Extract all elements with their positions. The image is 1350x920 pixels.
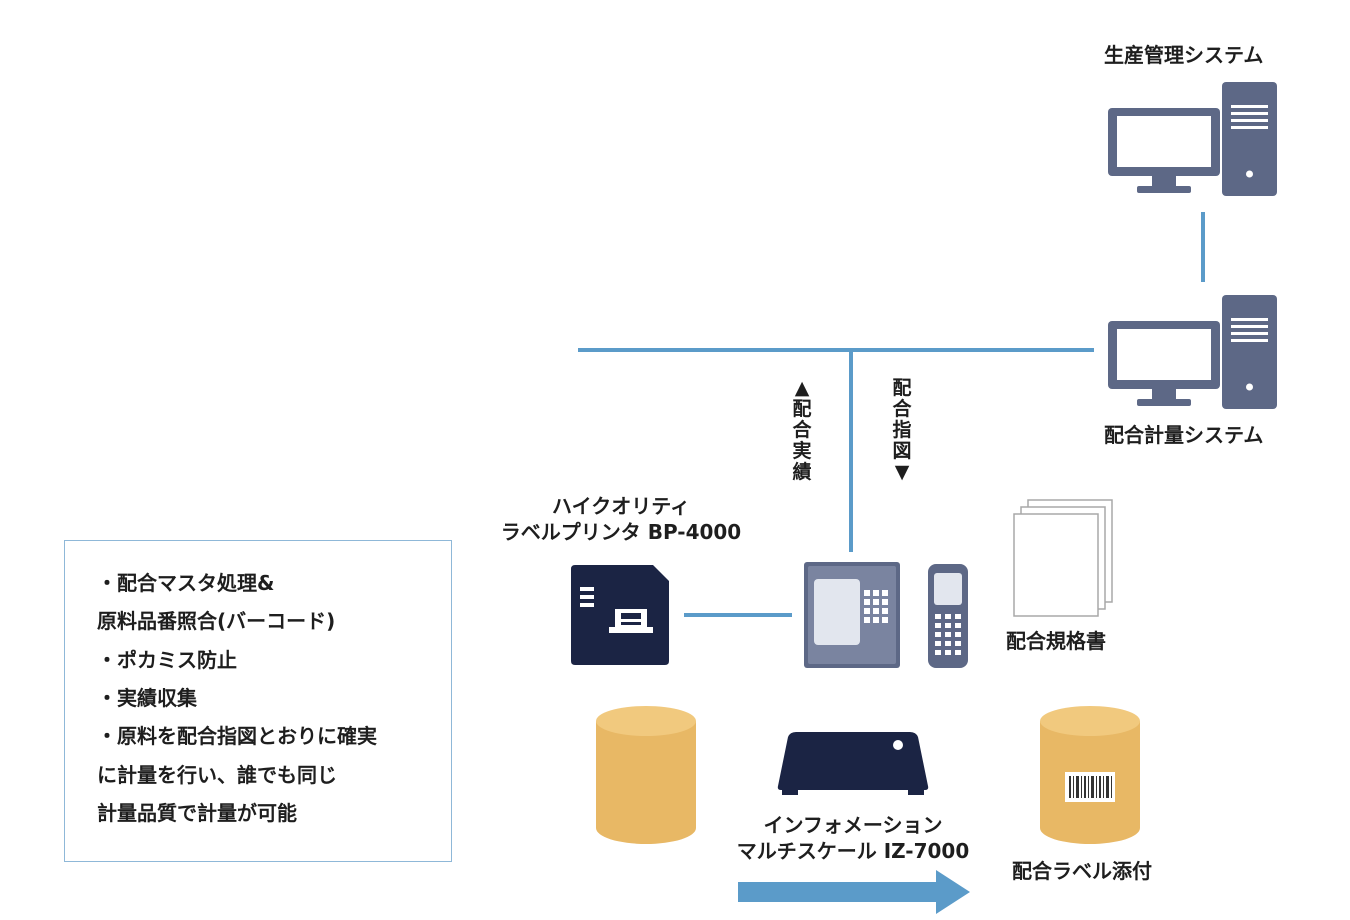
feature-line: 原料品番照合(バーコード)	[97, 609, 336, 633]
connection-line-bus-terminal	[849, 350, 853, 552]
connection-line-printer-terminal	[684, 613, 792, 617]
instruction-flow-text: 配合指図	[892, 377, 912, 462]
blending-system-label: 配合計量システム	[1104, 423, 1264, 447]
label-printer-icon	[571, 565, 669, 665]
feature-line: ・原料を配合指図とおりに確実	[97, 724, 377, 748]
feature-line: ・配合マスタ処理&	[97, 571, 275, 595]
feature-line: に計量を行い、誰でも同じ	[97, 763, 337, 787]
document-label: 配合規格書	[1006, 629, 1106, 653]
document-stack-icon	[1013, 499, 1113, 617]
raw-material-container-icon	[596, 706, 696, 844]
down-arrow-icon: ▼	[894, 461, 910, 483]
results-flow-text: 配合実績	[792, 398, 812, 483]
production-system-label: 生産管理システム	[1104, 43, 1264, 67]
scale-label: インフォメーション マルチスケール IZ-7000	[718, 812, 988, 864]
blending-system-computer-icon	[1108, 295, 1277, 409]
feature-line: ・ポカミス防止	[97, 648, 237, 672]
scale-label-line1: インフォメーション	[763, 813, 943, 837]
feature-list-box: ・配合マスタ処理& 原料品番照合(バーコード) ・ポカミス防止 ・実績収集 ・原…	[64, 540, 452, 862]
scale-label-line2: マルチスケール IZ-7000	[736, 839, 970, 863]
handheld-scanner-icon	[928, 564, 968, 668]
labeled-container-icon	[1040, 706, 1140, 844]
label-attach-label: 配合ラベル添付	[1012, 859, 1152, 883]
multi-scale-icon	[777, 732, 929, 795]
instruction-flow-label: 配合指図 ▼	[890, 378, 914, 483]
connection-line-production-blending	[1201, 212, 1205, 282]
feature-line: ・実績収集	[97, 686, 197, 710]
feature-line: 計量品質で計量が可能	[97, 801, 297, 825]
blending-terminal-icon	[804, 562, 900, 668]
production-system-computer-icon	[1108, 82, 1277, 196]
results-flow-label: ▲ 配合実績	[790, 378, 814, 483]
printer-label-line1: ハイクオリティ	[552, 494, 690, 518]
process-arrow-icon	[738, 870, 970, 914]
up-arrow-icon: ▲	[794, 377, 810, 399]
printer-label: ハイクオリティ ラベルプリンタ BP-4000	[486, 493, 756, 545]
printer-label-line2: ラベルプリンタ BP-4000	[500, 520, 742, 544]
network-bus-line	[578, 348, 1094, 352]
